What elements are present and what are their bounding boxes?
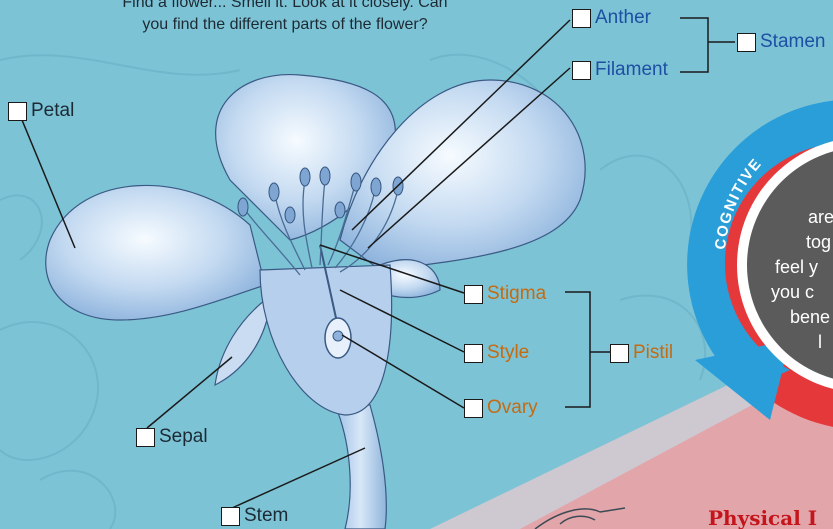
wheel-line-1: are — [808, 205, 833, 230]
wheel-line-6: l — [818, 330, 822, 355]
cognitive-label: COGNITIVE — [712, 155, 766, 251]
wheel-line-3: feel y — [775, 255, 818, 280]
wheel-line-2: tog — [806, 230, 831, 255]
physical-heading: Physical I — [708, 506, 817, 529]
wheel-line-5: bene — [790, 305, 830, 330]
wheel-line-4: you c — [771, 280, 814, 305]
svg-text:COGNITIVE: COGNITIVE — [712, 155, 766, 251]
